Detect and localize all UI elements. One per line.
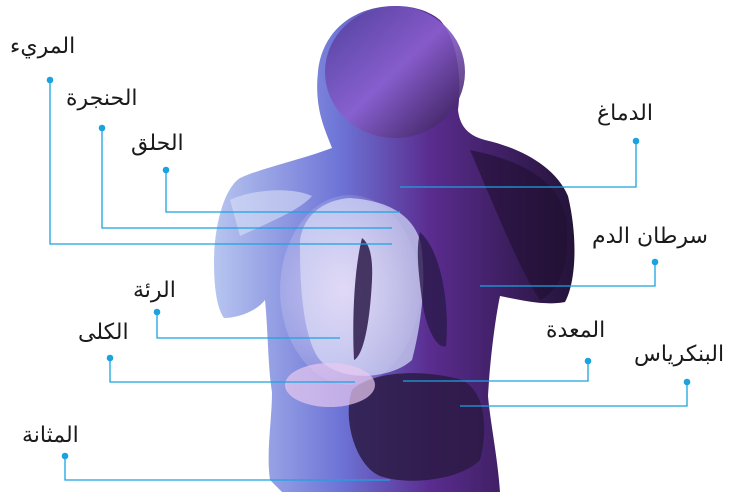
label-larynx: الحنجرة [66, 88, 138, 110]
dot-larynx [99, 125, 106, 132]
dot-brain [633, 138, 640, 145]
leader-pancreas [460, 382, 687, 406]
label-esophagus: المريء [10, 36, 75, 58]
label-bladder: المثانة [22, 425, 79, 447]
label-leukemia: سرطان الدم [592, 226, 708, 248]
label-pancreas: البنكرياس [634, 344, 724, 366]
label-kidneys: الكلى [78, 322, 129, 344]
dot-pharynx [163, 167, 170, 174]
dot-esophagus [47, 77, 54, 84]
dot-pancreas [684, 379, 691, 386]
dot-stomach [585, 358, 592, 365]
label-lung: الرئة [133, 280, 176, 302]
label-pharynx: الحلق [131, 133, 184, 155]
chest-glow [280, 195, 420, 385]
dot-kidneys [107, 355, 114, 362]
dot-leukemia [652, 259, 659, 266]
label-stomach: المعدة [546, 320, 605, 342]
stomach-glow [285, 363, 375, 407]
label-brain: الدماغ [597, 103, 653, 125]
head-shape [325, 6, 465, 138]
dot-bladder [62, 453, 69, 460]
dot-lung [154, 309, 161, 316]
